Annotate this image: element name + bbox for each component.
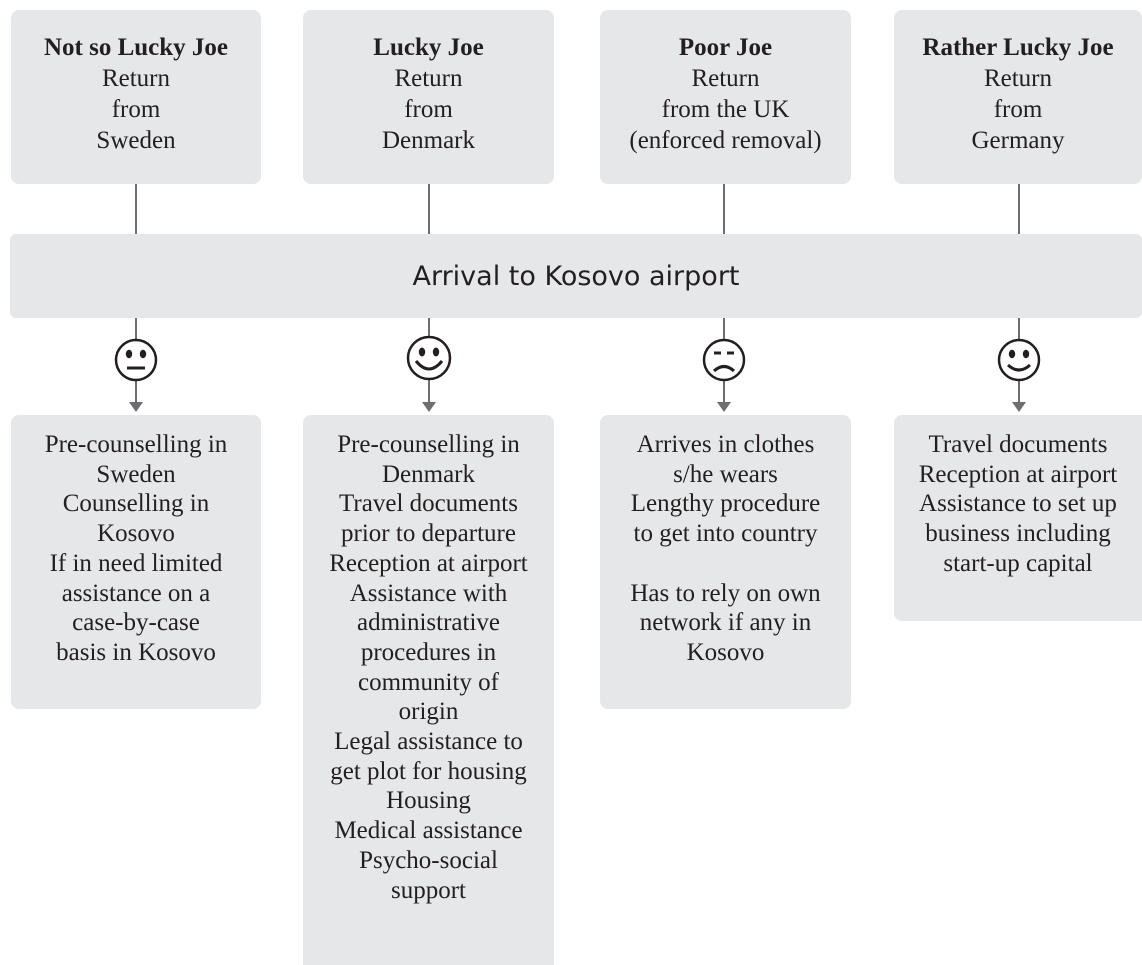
person-name: Rather Lucky Joe xyxy=(922,34,1114,61)
detail-line: procedures in xyxy=(360,638,497,666)
detail-line: start-up capital xyxy=(943,549,1093,577)
detail-line: Assistance to set up xyxy=(919,490,1117,518)
box-line: Germany xyxy=(971,127,1065,154)
detail-line: administrative xyxy=(356,609,501,637)
detail-line: If in need limited xyxy=(49,549,223,577)
box-line: from xyxy=(404,96,453,123)
source-box-sweden: Not so Lucky Joe Return from Sweden xyxy=(11,10,261,184)
source-box-denmark: Lucky Joe Return from Denmark xyxy=(303,10,554,184)
detail-line: community of xyxy=(358,668,499,696)
detail-line: Medical assistance xyxy=(334,817,523,845)
detail-line: Legal assistance to xyxy=(334,728,523,756)
details-box-sweden: Pre-counselling in Sweden Counselling in… xyxy=(11,415,261,709)
detail-line: Assistance with xyxy=(349,579,508,607)
detail-line: support xyxy=(391,876,466,904)
detail-line: origin xyxy=(398,698,459,726)
detail-line: prior to departure xyxy=(341,520,516,548)
big-smile-face-icon xyxy=(406,335,452,381)
detail-line: Pre-counselling in xyxy=(337,431,520,458)
detail-line: Arrives in clothes xyxy=(636,431,815,458)
box-line: (enforced removal) xyxy=(629,127,822,154)
detail-line: Has to rely on own xyxy=(630,579,821,607)
detail-line: Pre-counselling in xyxy=(44,431,228,458)
source-box-uk: Poor Joe Return from the UK (enforced re… xyxy=(600,10,851,184)
box-line: Return xyxy=(394,65,463,92)
box-line: Denmark xyxy=(381,127,476,154)
detail-line: Housing xyxy=(386,787,471,815)
detail-line: get plot for housing xyxy=(330,757,527,785)
detail-line: Reception at airport xyxy=(329,549,528,577)
neutral-face-icon xyxy=(114,338,158,382)
detail-line: Kosovo xyxy=(686,638,765,666)
detail-line: to get into country xyxy=(633,520,818,548)
airport-label: Arrival to Kosovo airport xyxy=(412,260,740,292)
detail-line: Kosovo xyxy=(97,520,175,548)
detail-line: network if any in xyxy=(639,609,812,637)
detail-line: Sweden xyxy=(96,460,176,488)
box-line: Return xyxy=(691,65,760,92)
detail-line: Psycho-social xyxy=(359,846,498,874)
detail-line: Denmark xyxy=(381,460,476,488)
box-line: from xyxy=(111,96,161,123)
detail-line: case-by-case xyxy=(72,609,200,637)
person-name: Not so Lucky Joe xyxy=(43,34,229,61)
detail-line: Travel documents xyxy=(928,431,1108,458)
details-box-germany: Travel documents Reception at airport As… xyxy=(894,415,1142,621)
smile-face-icon xyxy=(997,338,1041,382)
box-line: Return xyxy=(983,65,1053,92)
person-name: Poor Joe xyxy=(678,34,773,61)
detail-line: Counselling in xyxy=(62,490,210,518)
detail-line: assistance on a xyxy=(61,579,211,607)
box-line: Sweden xyxy=(96,127,176,154)
source-box-germany: Rather Lucky Joe Return from Germany xyxy=(894,10,1142,184)
detail-line: Reception at airport xyxy=(918,460,1118,488)
person-name: Lucky Joe xyxy=(373,34,484,61)
box-line: Return xyxy=(101,65,171,92)
details-box-denmark: Pre-counselling in Denmark Travel docume… xyxy=(303,415,554,965)
airport-arrival-bar: Arrival to Kosovo airport xyxy=(10,234,1142,318)
box-line: from xyxy=(993,96,1043,123)
sad-face-icon xyxy=(702,338,746,382)
detail-line: s/he wears xyxy=(673,460,778,488)
detail-line: Travel documents xyxy=(339,490,518,518)
detail-line: basis in Kosovo xyxy=(56,638,216,666)
detail-line: business including xyxy=(925,520,1111,548)
detail-line: Lengthy procedure xyxy=(630,490,821,518)
box-line: from the UK xyxy=(661,96,790,123)
details-box-uk: Arrives in clothes s/he wears Lengthy pr… xyxy=(600,415,851,709)
detail-spacer xyxy=(600,549,851,579)
